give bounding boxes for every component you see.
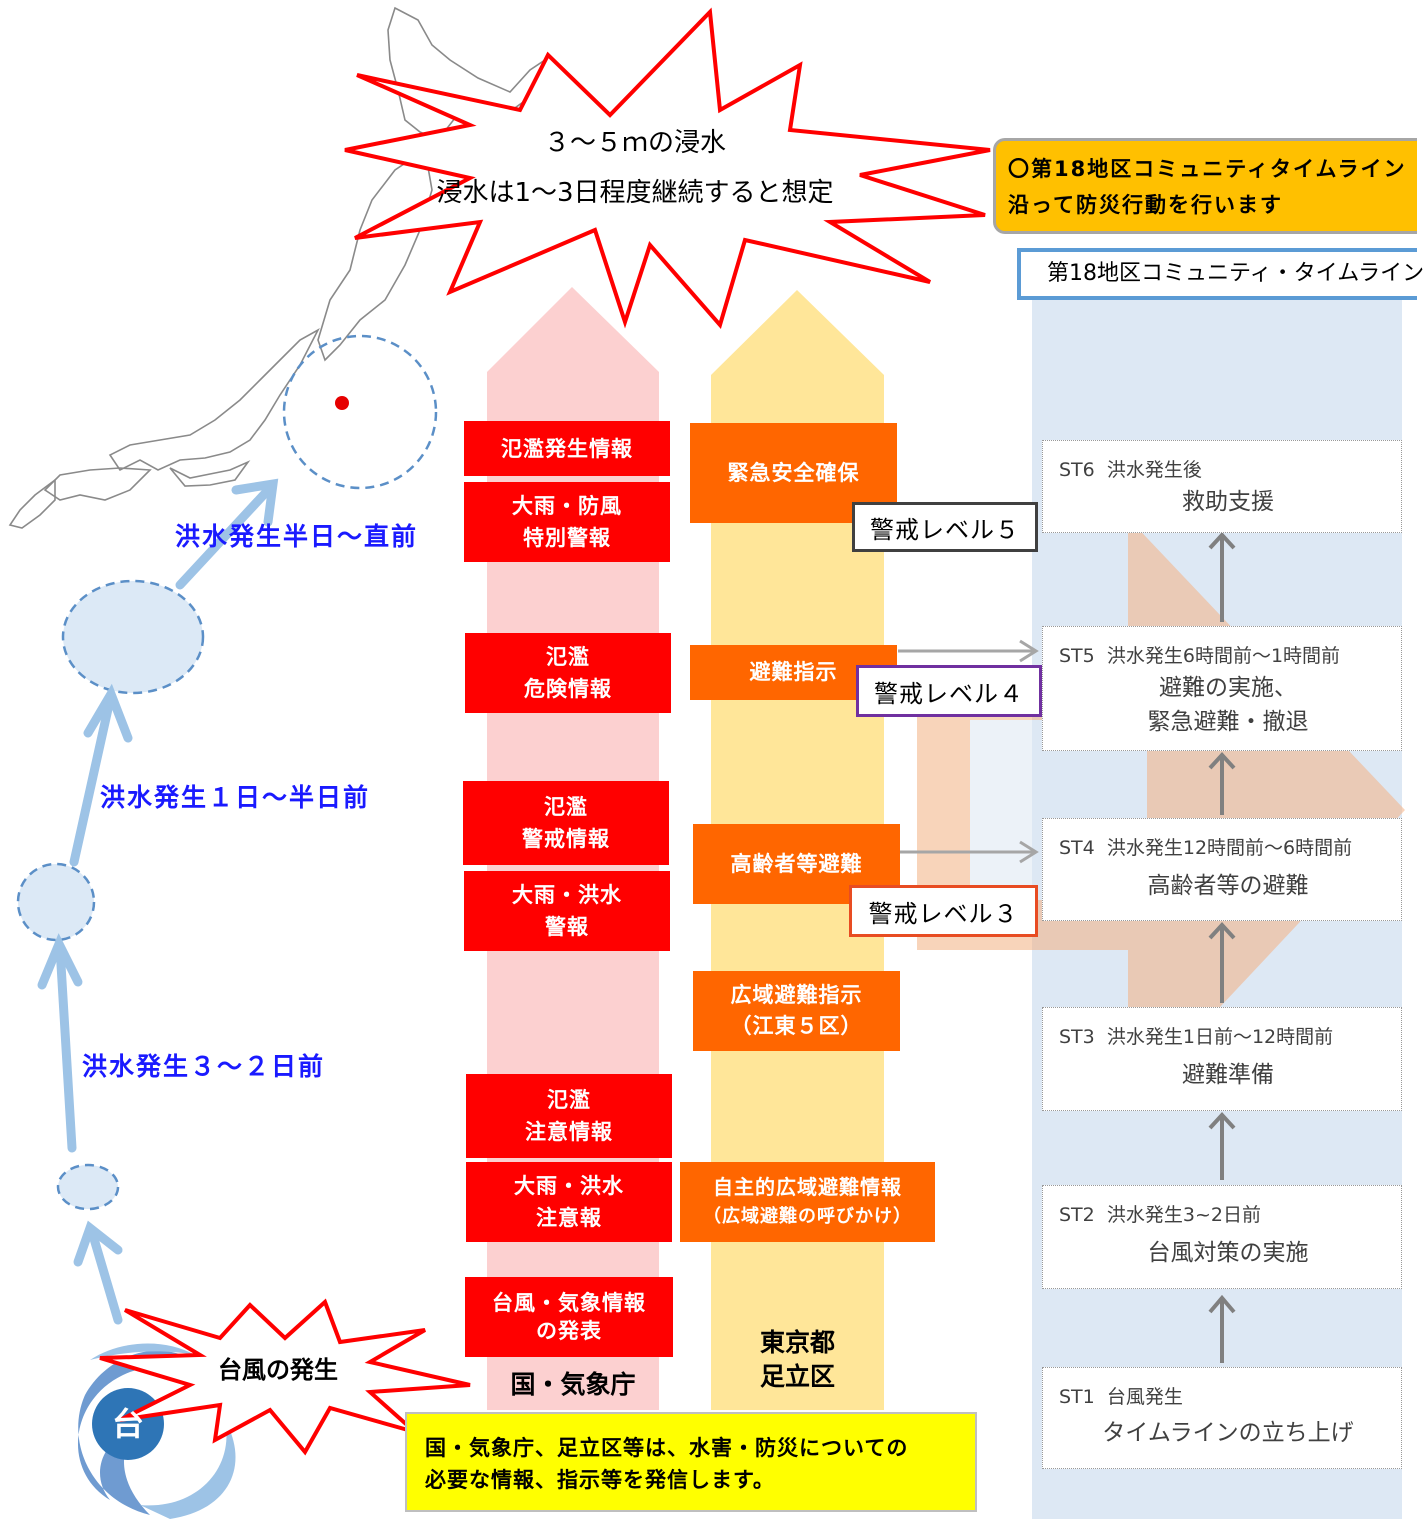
stage-action: 高齢者等の避難 — [1147, 873, 1309, 899]
national-box-line1: 氾濫発生情報 — [501, 436, 633, 461]
typhoon-path-arrows — [37, 478, 279, 1325]
national-box-special-warning: 大雨・防風 特別警報 — [464, 482, 670, 562]
national-box-line1: 氾濫 — [546, 645, 590, 669]
tokyo-box-line1: 高齢者等避難 — [730, 851, 863, 876]
tokyo-column-label-line1: 東京都 — [759, 1328, 835, 1357]
stage-header: ST5 洪水発生6時間前～1時間前 — [1059, 641, 1340, 668]
phase-label-three-days: 洪水発生３～２日前 — [82, 1052, 326, 1081]
footer-note: 国・気象庁、足立区等は、水害・防災についての 必要な情報、指示等を発信します。 — [405, 1412, 977, 1512]
timeline-title: 第18地区コミュニティ・タイムライン — [1017, 248, 1424, 300]
community-note-line1: 〇第18地区コミュニティタイムライン — [1008, 157, 1407, 181]
stage-timing: 洪水発生1日前～12時間前 — [1106, 1026, 1334, 1048]
tokyo-box-line1: 自主的広域避難情報 — [713, 1175, 902, 1199]
tokyo-box-line2: （広域避難の呼びかけ） — [703, 1206, 912, 1227]
stage-code: ST2 — [1059, 1204, 1095, 1226]
warning-level-5: 警戒レベル５ — [852, 502, 1038, 552]
national-box-line2: 特別警報 — [523, 526, 611, 550]
national-box-line1: 氾濫 — [544, 795, 588, 819]
stage-action: 台風対策の実施 — [1147, 1240, 1309, 1266]
stage-action: 避難の実施、 — [1159, 675, 1297, 701]
stage-header: ST4 洪水発生12時間前～6時間前 — [1059, 833, 1352, 860]
tokyo-column-label-line2: 足立区 — [759, 1362, 835, 1391]
typhoon-path-circle-small — [56, 1163, 120, 1211]
typhoon-path-circle-large — [61, 579, 205, 695]
stage-box-st2: ST2 洪水発生3~2日前 台風対策の実施 — [1042, 1185, 1402, 1289]
tokyo-dot — [335, 396, 349, 410]
stage-header: ST3 洪水発生1日前～12時間前 — [1059, 1022, 1333, 1049]
flood-burst — [344, 7, 991, 330]
stage-header: ST1 台風発生 — [1059, 1382, 1183, 1409]
stage-action: 救助支援 — [1182, 489, 1274, 515]
stage-box-st4: ST4 洪水発生12時間前～6時間前 高齢者等の避難 — [1042, 818, 1402, 921]
typhoon-symbol: 台 — [111, 1405, 144, 1443]
flood-burst-text: ３～５ｍの浸水 浸水は1～3日程度継続すると想定 — [420, 118, 850, 218]
stage-code: ST6 — [1059, 459, 1095, 481]
national-box-line1: 大雨・防風 — [512, 494, 622, 518]
national-box-typhoon-info: 台風・気象情報 の発表 — [465, 1277, 673, 1357]
stage-timing: 洪水発生3~2日前 — [1106, 1204, 1261, 1226]
footer-note-line2: 必要な情報、指示等を発信します。 — [425, 1468, 775, 1492]
national-box-heavy-rain-warning: 大雨・洪水 警報 — [464, 871, 670, 951]
stage-code: ST1 — [1059, 1386, 1095, 1408]
tokyo-box-line1: 避難指示 — [749, 660, 838, 684]
national-box-flood-caution: 氾濫 注意情報 — [466, 1074, 672, 1158]
community-note: 〇第18地区コミュニティタイムライン 沿って防災行動を行います — [993, 138, 1417, 234]
timeline-title-text: 第18地区コミュニティ・タイムライン — [1047, 261, 1424, 286]
typhoon-path-circle-medium — [16, 862, 96, 942]
national-box-line1: 大雨・洪水 — [514, 1174, 624, 1198]
tokyo-box-line1: 広域避難指示 — [730, 983, 863, 1007]
tokyo-box-wide-area-order: 広域避難指示 （江東５区） — [693, 971, 900, 1051]
stage-action: タイムラインの立ち上げ — [1102, 1420, 1354, 1446]
warning-level-4: 警戒レベル４ — [856, 665, 1042, 717]
stage-timing: 洪水発生12時間前～6時間前 — [1106, 837, 1353, 859]
stage-timing: 洪水発生6時間前～1時間前 — [1106, 645, 1341, 667]
stage-header: ST2 洪水発生3~2日前 — [1059, 1200, 1261, 1227]
stage-up-arrows — [1208, 532, 1236, 1363]
stage-timing: 台風発生 — [1106, 1386, 1183, 1408]
tokyo-region-circle — [282, 334, 438, 490]
stage-action: 避難準備 — [1182, 1062, 1274, 1088]
stage-box-st3: ST3 洪水発生1日前～12時間前 避難準備 — [1042, 1007, 1402, 1111]
national-box-flood-danger: 氾濫 危険情報 — [465, 633, 671, 713]
stage-action-line2: 緊急避難・撤退 — [1147, 709, 1309, 735]
phase-label-one-day: 洪水発生１日～半日前 — [100, 783, 371, 812]
national-column-label: 国・気象庁 — [510, 1370, 636, 1399]
community-note-line2: 沿って防災行動を行います — [1008, 193, 1283, 217]
connector-arrows — [898, 639, 1039, 864]
national-box-line1: 氾濫 — [547, 1088, 591, 1112]
national-box-line2: 危険情報 — [524, 677, 612, 701]
national-box-line2: 警戒情報 — [522, 827, 610, 851]
stage-box-st1: ST1 台風発生 タイムラインの立ち上げ — [1042, 1367, 1402, 1469]
warning-level-3: 警戒レベル３ — [849, 885, 1038, 937]
national-box-line2: 注意報 — [536, 1206, 602, 1230]
stage-code: ST3 — [1059, 1026, 1095, 1048]
national-box-flood-alert: 氾濫 警戒情報 — [463, 781, 669, 865]
tokyo-column-label: 東京都 足立区 — [711, 1326, 884, 1394]
national-box-flood-occurrence: 氾濫発生情報 — [464, 421, 670, 476]
stage-code: ST5 — [1059, 645, 1095, 667]
tokyo-box-line2: （江東５区） — [730, 1014, 863, 1038]
tokyo-box-line1: 緊急安全確保 — [727, 460, 860, 485]
footer-note-line1: 国・気象庁、足立区等は、水害・防災についての — [425, 1436, 909, 1460]
national-box-heavy-rain-advisory: 大雨・洪水 注意報 — [466, 1162, 672, 1242]
national-box-line2: 注意情報 — [525, 1120, 613, 1144]
national-box-line1: 台風・気象情報 — [492, 1291, 646, 1315]
tokyo-box-voluntary-wide-area: 自主的広域避難情報 （広域避難の呼びかけ） — [680, 1162, 935, 1242]
national-box-line2: 警報 — [545, 915, 589, 939]
flood-duration-label: 浸水は1～3日程度継続すると想定 — [436, 178, 834, 208]
typhoon-burst-label: 台風の発生 — [218, 1356, 338, 1384]
flood-depth-label: ３～５ｍの浸水 — [543, 128, 726, 158]
phase-label-half-day: 洪水発生半日～直前 — [175, 522, 419, 551]
national-box-line1: 大雨・洪水 — [512, 883, 622, 907]
typhoon-swirl — [77, 1343, 236, 1519]
stage-box-st5: ST5 洪水発生6時間前～1時間前 避難の実施、 緊急避難・撤退 — [1042, 626, 1402, 751]
stage-box-st6: ST6 洪水発生後 救助支援 — [1042, 440, 1402, 533]
stage-header: ST6 洪水発生後 — [1059, 455, 1202, 482]
stage-code: ST4 — [1059, 837, 1095, 859]
national-box-line2: の発表 — [536, 1319, 602, 1343]
stage-timing: 洪水発生後 — [1106, 459, 1202, 481]
